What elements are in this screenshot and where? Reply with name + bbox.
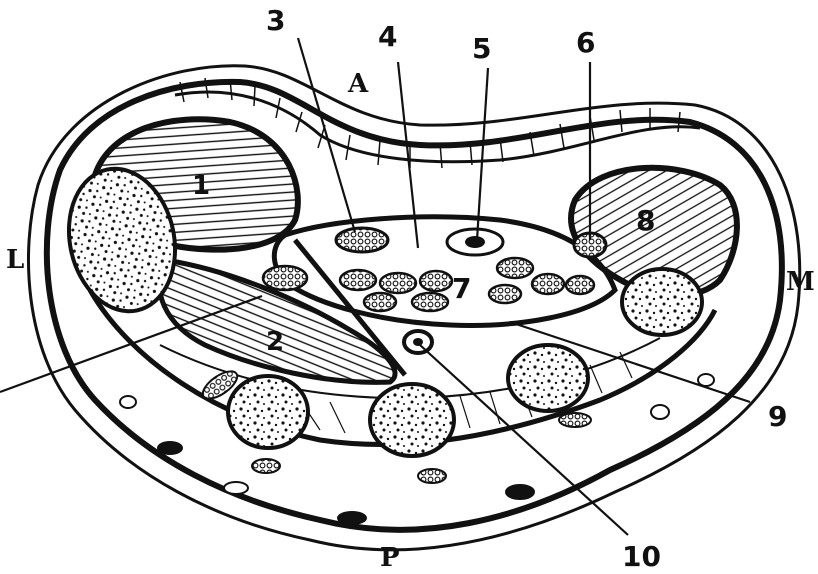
label-4: 4: [378, 20, 397, 53]
structure-right-speckled: [620, 267, 704, 337]
label-10: 10: [622, 540, 661, 573]
structure-2: [156, 257, 398, 385]
orientation-posterior: P: [380, 543, 400, 573]
structure-posterior-3: [506, 343, 590, 413]
orientation-anterior: A: [347, 69, 369, 99]
leader-5: [475, 67, 490, 241]
label-5: 5: [472, 32, 491, 65]
label-8: 8: [636, 204, 655, 237]
leader-10: [419, 344, 629, 536]
structure-posterior-1: [226, 374, 310, 450]
central-compartment: [271, 214, 618, 328]
label-7: 7: [452, 272, 471, 305]
structure-posterior-2: [368, 382, 456, 458]
small-vessel-left: [201, 370, 239, 400]
label-1: 1: [192, 171, 210, 201]
leader-9: [509, 320, 751, 404]
structure-5-core: [465, 236, 485, 248]
leader-extra: [0, 294, 263, 394]
structure-left-speckled: [66, 166, 178, 314]
label-3: 3: [266, 4, 285, 37]
band-striations: [179, 77, 681, 169]
subcutaneous-vessels: [119, 373, 715, 525]
outer-skin-outline: [27, 64, 802, 552]
orientation-medial: M: [786, 267, 815, 297]
structure-3: [334, 226, 390, 254]
label-9: 9: [768, 400, 787, 433]
label-6: 6: [576, 26, 595, 59]
fascicle-group: [261, 256, 596, 313]
label-2: 2: [266, 327, 284, 357]
orientation-lateral: L: [6, 245, 24, 275]
structure-10-core: [413, 338, 423, 346]
septum-line: [293, 238, 407, 377]
leader-3: [296, 37, 357, 233]
outer-fascia-outline: [43, 78, 785, 533]
leader-4: [396, 61, 420, 249]
leader-lines: [0, 37, 751, 536]
structure-8: [568, 164, 740, 299]
superficial-band: [174, 90, 701, 164]
